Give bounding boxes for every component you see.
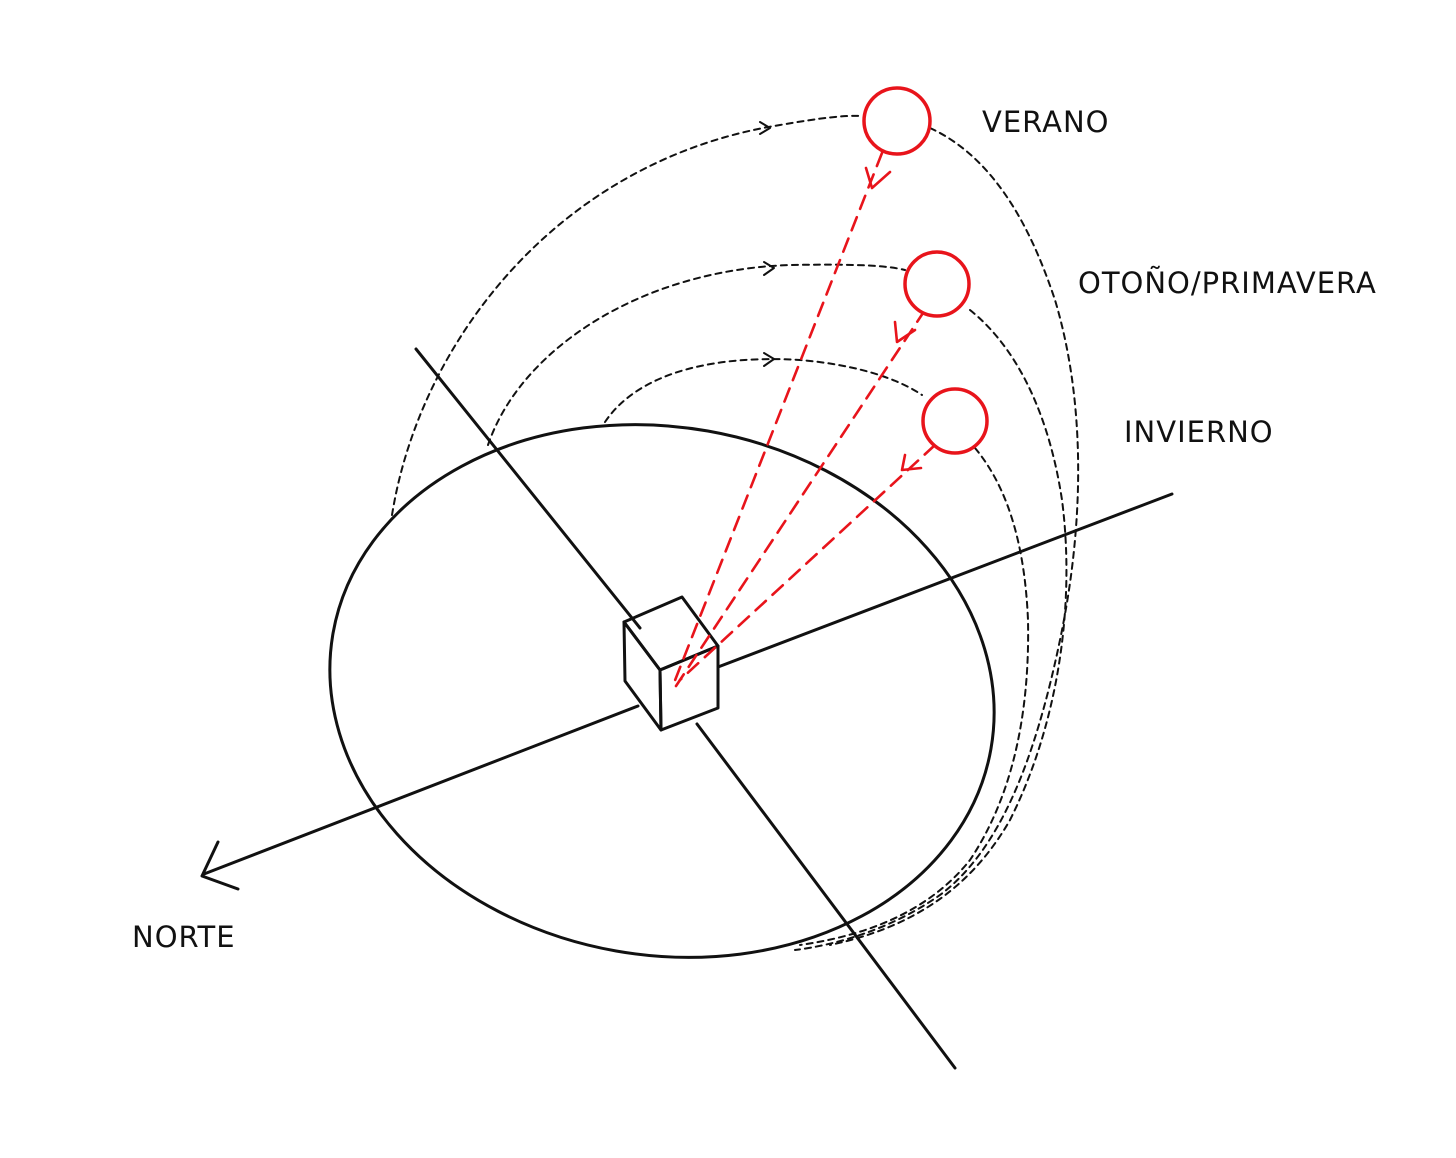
winter-sun-icon bbox=[921, 387, 989, 455]
summer-ray-arrow-icon bbox=[864, 166, 892, 190]
building-cube-icon bbox=[622, 595, 720, 732]
north-label: NORTE bbox=[132, 920, 236, 954]
axis-line-lower bbox=[695, 722, 957, 1070]
north-axis-line-upper bbox=[716, 492, 1174, 669]
summer-sun-icon bbox=[862, 86, 932, 156]
north-arrow-icon bbox=[200, 840, 240, 891]
summer-sun-ray bbox=[670, 151, 884, 690]
equinox-sun-path bbox=[487, 263, 1068, 946]
horizon-ellipse bbox=[328, 423, 996, 959]
winter-sun-ray bbox=[678, 443, 937, 682]
equinox-sun-icon bbox=[903, 250, 971, 318]
equinox-ray-arrow-icon bbox=[893, 320, 917, 344]
winter-ray-arrow-icon bbox=[900, 453, 923, 472]
equinox-label: OTOÑO/PRIMAVERA bbox=[1078, 266, 1377, 300]
equinox-sun-ray bbox=[674, 308, 927, 688]
equinox-path-arrow-icon bbox=[763, 261, 775, 276]
summer-path-arrow-icon bbox=[759, 121, 771, 135]
winter-label: INVIERNO bbox=[1124, 415, 1274, 449]
axis-line-upper bbox=[414, 347, 642, 630]
winter-path-arrow-icon bbox=[763, 352, 775, 367]
north-axis-line-lower bbox=[202, 704, 640, 876]
winter-sun-path bbox=[604, 358, 1030, 946]
summer-label: VERANO bbox=[982, 105, 1110, 139]
summer-sun-path bbox=[391, 114, 1080, 951]
